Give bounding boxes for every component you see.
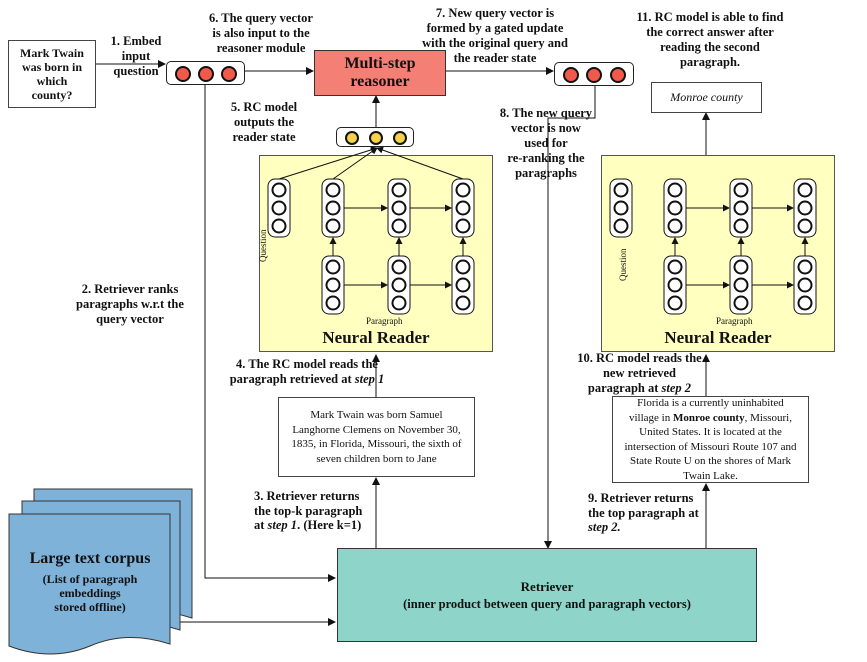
vector-unit [175,66,191,82]
annotation-step1: 1. Embed input question [110,34,162,78]
annotation-step3: 3. Retriever returns the top-k paragraph… [254,489,378,533]
reader-title: Neural Reader [322,328,430,347]
a3-step: step 1 [267,518,298,532]
paragraph-step2-content: Florida is a currently uninhabited villa… [621,396,800,483]
answer-text: Monroe county [670,90,743,104]
annotation-step9: 9. Retriever returns the top paragraph a… [588,491,710,535]
annotation-step10: 10. RC model reads the new retrieved par… [572,351,707,396]
annotation-step8: 8. The new query vector is now used for … [499,106,593,180]
retriever-title: Retriever [520,578,574,594]
vector-unit [586,67,602,83]
vector-unit [221,66,237,82]
paragraph-step2-text-before: Florida is a currently uninhabited villa… [629,397,784,424]
vector-unit [345,131,359,145]
neural-reader-right: Neural Reader Question Paragraph [601,155,835,352]
vector-unit [610,67,626,83]
paragraph-step2-highlight: Monroe county [673,411,745,424]
reader-title: Neural Reader [664,328,772,347]
paragraph-step2-text-after: , Missouri, United States. It is located… [624,411,797,482]
new-query-vector [554,62,634,86]
a4-step: step 1 [354,372,385,386]
corpus-title: Large text corpus [29,550,151,567]
corpus-subtitle: (List of paragraph embeddings stored off… [42,572,138,614]
vector-unit [393,131,407,145]
vector-unit [563,67,579,83]
a9-step: step 2. [588,520,621,534]
annotation-step4: 4. The RC model reads the paragraph retr… [222,357,392,387]
annotation-step6: 6. The query vector is also input to the… [209,11,313,55]
arrow-new-query-to-retriever [544,85,596,549]
a10-pre: 10. RC model reads the new retrieved par… [577,351,702,395]
a4-pre: 4. The RC model reads the paragraph retr… [229,357,378,386]
a10-step: step 2 [661,381,692,395]
vector-unit [198,66,214,82]
paragraph-step1-text: Mark Twain was born Samuel Langhorne Cle… [291,409,462,465]
annotation-step11: 11. RC model is able to find the correct… [636,10,784,69]
neural-reader-left: Neural Reader Question Paragraph [258,155,493,352]
vector-unit [369,131,383,145]
annotation-step5: 5. RC model outputs the reader state [230,100,298,144]
paragraph-step2: Florida is a currently uninhabited villa… [612,396,809,483]
question-text: Mark Twain was born in which county? [20,46,84,102]
paragraph-label: Paragraph [366,316,403,326]
query-vector [166,61,245,85]
question-box: Mark Twain was born in which county? [8,40,96,108]
a3-post: . (Here k=1) [297,518,362,532]
paragraph-label: Paragraph [716,316,753,326]
arrow-query-to-retriever [204,84,336,582]
paragraph-step1: Mark Twain was born Samuel Langhorne Cle… [278,397,475,477]
annotation-step2: 2. Retriever ranks paragraphs w.r.t the … [76,282,184,326]
retriever-subtitle: (inner product between query and paragra… [403,596,691,611]
annotation-step7: 7. New query vector is formed by a gated… [422,6,568,65]
corpus-stack [8,488,193,655]
question-label: Question [618,248,628,282]
answer-box: Monroe county [651,82,762,113]
retriever-box: Retriever (inner product between query a… [337,548,757,642]
reasoner-label: Multi-step reasoner [344,55,416,90]
a9-pre: 9. Retriever returns the top paragraph a… [588,491,699,520]
a3-pre: 3. Retriever returns the top-k paragraph… [254,489,363,532]
multi-step-reasoner: Multi-step reasoner [314,50,446,96]
question-label: Question [258,229,268,263]
reader-state-vector [336,127,414,147]
